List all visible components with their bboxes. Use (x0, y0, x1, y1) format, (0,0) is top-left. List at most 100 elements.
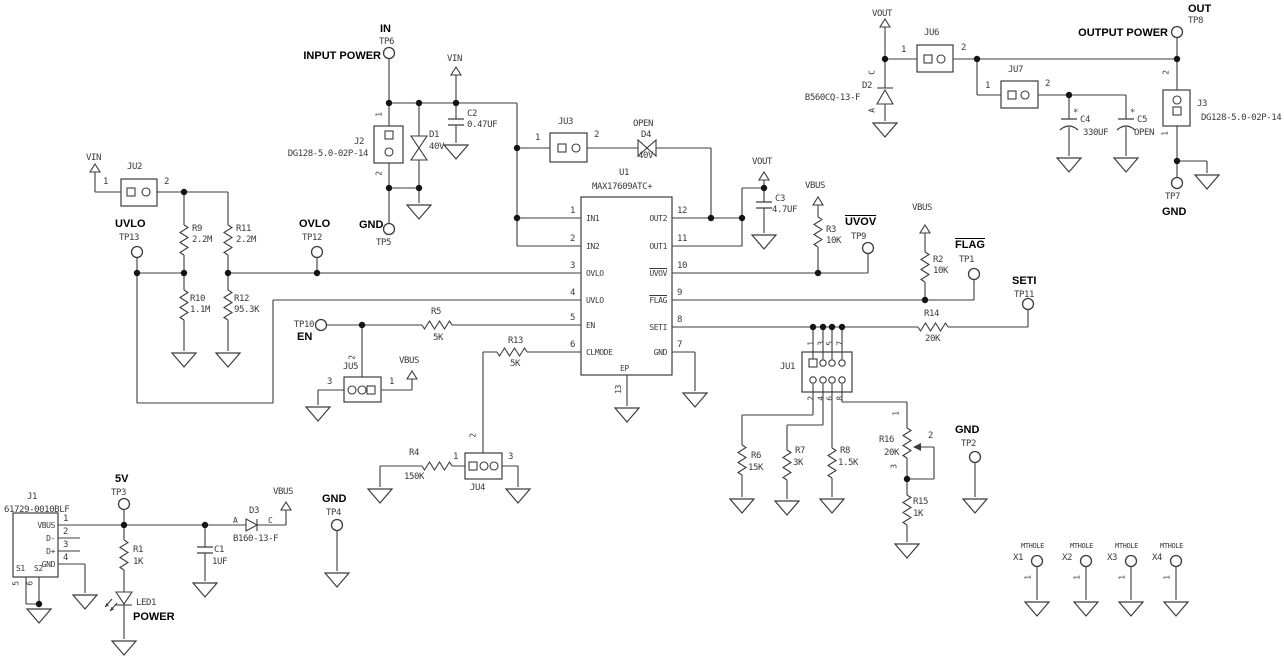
label-r9-ref: R9 (192, 224, 203, 234)
label-u1-pin-in2: IN2 (586, 242, 600, 251)
label-net-ovlo: OVLO (299, 218, 331, 230)
label-ju3-pin2: 2 (594, 130, 600, 140)
label-x1-mthole: MTHOLE (1021, 542, 1044, 550)
label-d1-val: 40V (429, 142, 445, 152)
label-j1-s2: S2 (34, 564, 43, 573)
label-c3-val: 4.7UF (772, 205, 798, 215)
label-d3-ref: D3 (249, 506, 260, 516)
label-j1-ref: J1 (27, 492, 38, 502)
label-ju1-pin7: 7 (835, 341, 845, 346)
label-u1-pin-out2: OUT2 (649, 214, 667, 223)
ju7-body (1000, 80, 1039, 109)
label-net-seti: SETI (1012, 275, 1037, 287)
label-u1-pin4-num: 4 (570, 288, 576, 298)
label-d3-part: B160-13-F (233, 534, 279, 544)
label-u1-part: MAX17609ATC+ (592, 182, 653, 192)
label-d1-ref: D1 (429, 130, 440, 140)
label-ju4-pin3: 3 (508, 452, 514, 462)
label-net-gnd-tp4: GND (322, 493, 347, 505)
label-j2-pin2: 2 (374, 171, 384, 176)
label-ju1-pin1: 1 (806, 341, 816, 346)
label-c4-val: 330UF (1083, 128, 1109, 138)
label-tp8: TP8 (1188, 16, 1204, 26)
resistor-symbols (118, 216, 949, 571)
label-x2-mthole: MTHOLE (1070, 542, 1093, 550)
ju2-body (120, 178, 158, 207)
label-r16-pin3: 3 (889, 464, 899, 469)
label-j1-pin1-num: 1 (63, 514, 69, 524)
label-u1-pin-gnd: GND (653, 348, 668, 357)
label-c2-val: 0.47UF (467, 120, 498, 130)
label-r14-val: 20K (925, 334, 941, 344)
j2-body (373, 125, 404, 164)
label-u1-pin7-num: 7 (677, 340, 683, 350)
label-x3-pin1: 1 (1117, 575, 1127, 580)
label-j3-part: DG128-5.0-02P-14 (1201, 113, 1282, 123)
label-r6-ref: R6 (751, 451, 762, 461)
label-r15-ref: R15 (913, 497, 929, 507)
label-input-power: INPUT POWER (303, 50, 381, 62)
label-r10-val: 1.1M (190, 305, 211, 315)
diode-d2 (876, 87, 894, 105)
ju6-body (916, 44, 954, 73)
label-r2-val: 10K (933, 266, 949, 276)
led1-symbol (104, 591, 134, 612)
junction-dots (35, 55, 1181, 608)
label-x2-ref: X2 (1062, 553, 1073, 563)
label-r7-val: 3K (793, 458, 804, 468)
label-j1-pin2-num: 2 (63, 527, 69, 537)
label-c5-ref: C5 (1137, 115, 1148, 125)
label-j1-s1: S1 (16, 564, 25, 573)
diode-d4 (637, 138, 657, 158)
label-u1-pin8-num: 8 (677, 315, 683, 325)
capacitor-symbols (197, 118, 1136, 554)
label-net-in: IN (380, 23, 391, 35)
label-r12-val: 95.3K (234, 305, 260, 315)
label-r9-val: 2.2M (192, 235, 213, 245)
label-r14-ref: R14 (924, 309, 940, 319)
label-ju2-pin2: 2 (164, 177, 170, 187)
label-r5-ref: R5 (431, 307, 442, 317)
label-u1-pin-flag: FLAG (649, 296, 667, 305)
label-net-gnd-tp2: GND (955, 424, 980, 436)
label-r3-ref: R3 (826, 225, 837, 235)
label-ju1-pin2: 2 (806, 396, 816, 401)
label-ju4-pin2: 2 (468, 433, 478, 438)
label-u1-pin13-num: 13 (613, 385, 623, 394)
label-r16-val: 20K (884, 448, 900, 458)
label-j1-pin-dp: D+ (46, 547, 55, 556)
label-net-vbus-r2: VBUS (912, 203, 933, 213)
label-ju2-ref: JU2 (127, 162, 143, 172)
label-r1-ref: R1 (133, 545, 144, 555)
label-j3-pin1: 1 (1160, 131, 1170, 136)
label-u1-pin3-num: 3 (570, 261, 576, 271)
label-ju3-pin1: 1 (535, 133, 541, 143)
label-x4-pin1: 1 (1162, 575, 1172, 580)
label-u1-pin-clmode: CLMODE (586, 348, 613, 357)
label-r11-ref: R11 (236, 224, 252, 234)
component-bodies (12, 44, 1191, 578)
label-u1-pin-uvov: UVOV (649, 269, 667, 278)
label-u1-pin-ovlo: OVLO (586, 269, 604, 278)
label-ju7-ref: JU7 (1008, 65, 1024, 75)
j1-body (12, 512, 59, 578)
label-net-vbus-d3: VBUS (273, 487, 294, 497)
label-ju1-ref: JU1 (780, 362, 796, 372)
label-tp5: TP5 (376, 238, 392, 248)
label-u1-pin-en: EN (586, 321, 595, 330)
label-ju2-pin1: 1 (103, 177, 109, 187)
label-j1-pin-vbus: VBUS (37, 521, 55, 530)
label-net-vout-c3: VOUT (752, 157, 773, 167)
label-d4-val: 40V (638, 151, 654, 161)
label-led1-power: POWER (133, 611, 175, 623)
label-r1-val: 1K (133, 557, 144, 567)
label-tp10: TP10 (293, 320, 314, 330)
label-u1-pin10-num: 10 (677, 261, 688, 271)
label-j2-part: DG128-5.0-02P-14 (287, 149, 369, 159)
header-pins (126, 54, 1182, 471)
ju1-body (801, 351, 853, 393)
ju3-body (549, 132, 588, 163)
label-ju5-pin3: 3 (327, 377, 333, 387)
label-u1-pin-out1: OUT1 (649, 242, 667, 251)
